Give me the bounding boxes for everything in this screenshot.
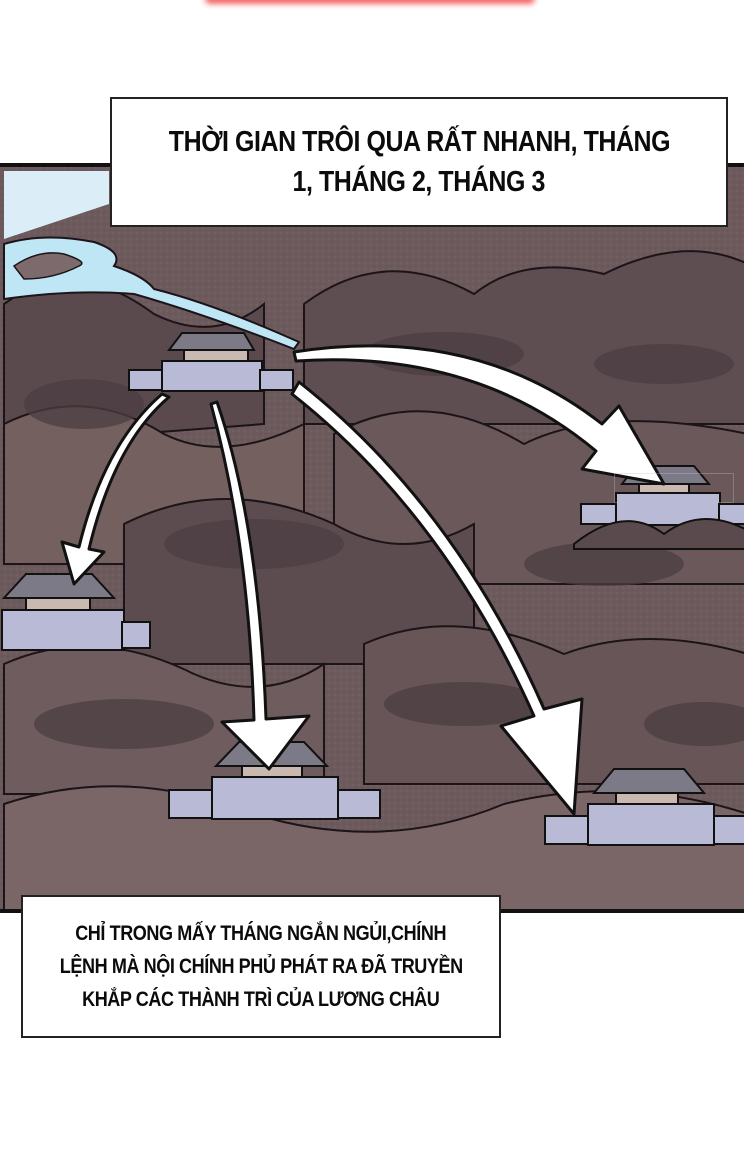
caption-top: THỜI GIAN TRÔI QUA RẤT NHANH, THÁNG 1, T… bbox=[110, 97, 728, 227]
caption-top-line-2: 1, THÁNG 2, THÁNG 3 bbox=[292, 166, 546, 198]
arrows bbox=[60, 344, 666, 816]
arrow-to-east bbox=[292, 344, 666, 486]
sky bbox=[4, 171, 109, 239]
red-banner-glow bbox=[205, 0, 535, 4]
fortress-origin bbox=[128, 332, 294, 392]
map-illustration bbox=[0, 167, 744, 909]
caption-bottom: CHỈ TRONG MẤY THÁNG NGẮN NGỦI,CHÍNH LỆNH… bbox=[21, 895, 501, 1038]
caption-bottom-line-2: LỆNH MÀ NỘI CHÍNH PHỦ PHÁT RA ĐÃ TRUYỀN bbox=[59, 955, 463, 978]
fortress-south-east bbox=[544, 768, 744, 846]
fortress-west bbox=[1, 573, 151, 651]
arrow-to-south-center bbox=[209, 400, 311, 771]
arrow-to-south-east bbox=[290, 380, 584, 816]
caption-bottom-line-1: CHỈ TRONG MẤY THÁNG NGẮN NGỦI,CHÍNH bbox=[75, 922, 447, 945]
fortress-south-center bbox=[168, 741, 381, 820]
caption-bottom-line-3: KHẮP CÁC THÀNH TRÌ CỦA LƯƠNG CHÂU bbox=[82, 988, 440, 1011]
watermark bbox=[614, 473, 734, 503]
caption-top-line-1: THỜI GIAN TRÔI QUA RẤT NHANH, THÁNG bbox=[168, 126, 670, 158]
map-illustration-panel bbox=[0, 163, 744, 913]
arrow-to-west bbox=[60, 392, 171, 586]
